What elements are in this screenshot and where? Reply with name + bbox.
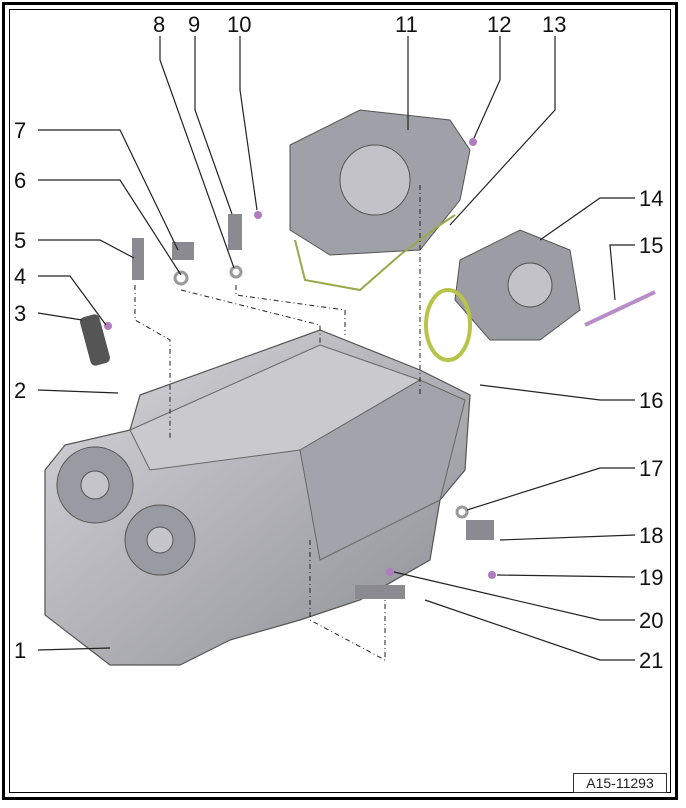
small-parts [79,138,496,599]
leader-lines [37,36,636,661]
label-3: 3 [14,301,26,326]
label-16: 16 [639,388,663,413]
label-20: 20 [639,608,663,633]
label-13: 13 [542,12,566,37]
label-9: 9 [188,12,200,37]
label-12: 12 [487,12,511,37]
label-6: 6 [14,168,26,193]
label-11: 11 [395,12,418,37]
part-labels: 1 2 3 4 5 6 7 8 9 10 11 12 13 14 15 16 1… [14,12,663,673]
label-18: 18 [639,523,663,548]
diagram-frame [2,2,678,800]
cover-part-11 [289,109,471,292]
label-15: 15 [639,233,663,258]
label-4: 4 [14,264,26,289]
label-7: 7 [14,118,26,143]
label-1: 1 [14,638,26,663]
vacuum-pump-part-14 [424,229,656,362]
diagram-inner-border [9,9,671,793]
label-21: 21 [639,648,663,673]
label-10: 10 [227,12,251,37]
reference-number: A15-11293 [573,773,667,793]
label-17: 17 [639,456,663,481]
assembly-lines [134,185,421,661]
label-5: 5 [14,228,26,253]
label-2: 2 [14,378,26,403]
label-14: 14 [639,186,663,211]
label-19: 19 [639,565,663,590]
cylinder-head [44,329,471,666]
label-8: 8 [153,12,165,37]
